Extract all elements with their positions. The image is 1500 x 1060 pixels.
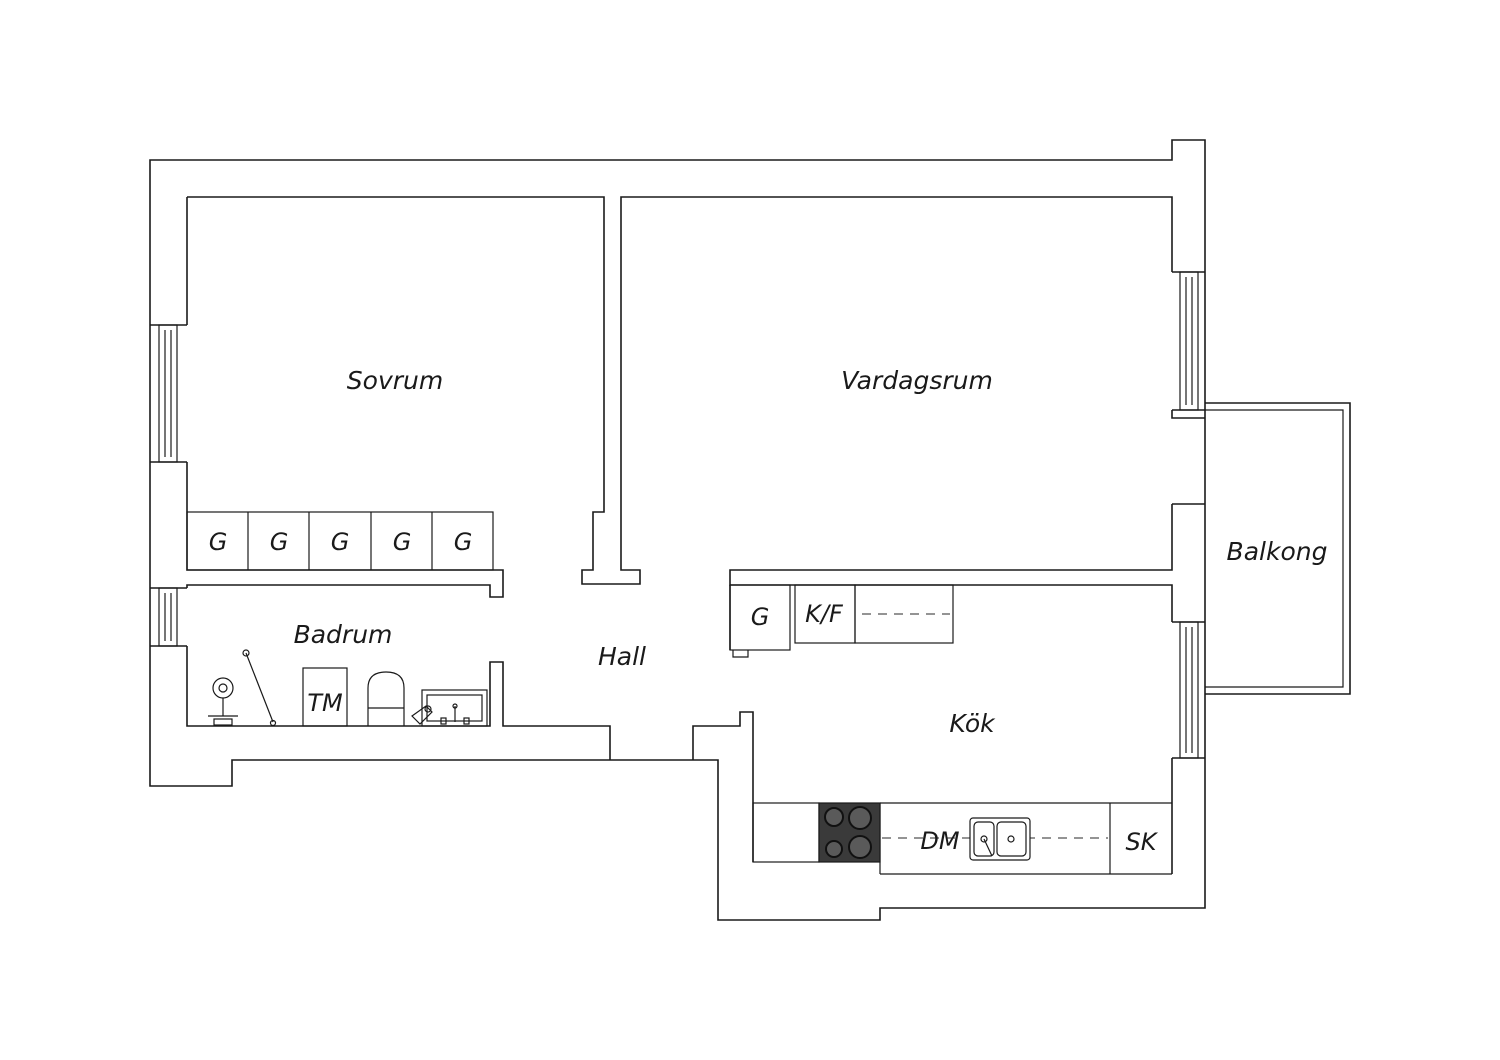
window-badrum	[150, 587, 187, 647]
kitchen-wardrobe-label: G	[751, 603, 770, 631]
wardrobes	[186, 511, 494, 571]
room-label-balkong: Balkong	[1227, 537, 1328, 566]
shower-icon	[208, 649, 277, 727]
room-label-sovrum: Sovrum	[347, 366, 443, 395]
wardrobe-label-1: G	[209, 528, 228, 556]
stove-icon	[818, 802, 881, 863]
kitchen-counter	[752, 802, 1172, 875]
dishwasher-label: DM	[920, 827, 959, 855]
exterior-walls	[149, 139, 1206, 921]
kitchen-cabinets-upper	[729, 584, 954, 658]
sink-icon	[411, 689, 488, 727]
wardrobe-label-5: G	[454, 528, 473, 556]
room-label-kok: Kök	[949, 709, 996, 738]
room-label-hall: Hall	[598, 642, 646, 671]
room-label-vardagsrum: Vardagsrum	[841, 366, 993, 395]
window-kok	[1172, 621, 1205, 759]
wardrobe-label-4: G	[393, 528, 412, 556]
toilet-icon	[367, 671, 405, 726]
washing-machine-label: TM	[307, 689, 343, 717]
wardrobe-label-2: G	[270, 528, 289, 556]
washing-machine	[302, 667, 348, 727]
wardrobe-label-3: G	[331, 528, 350, 556]
fridge-freezer-label: K/F	[805, 600, 844, 628]
balcony	[1205, 402, 1351, 695]
kitchen-sink-icon	[969, 817, 1031, 861]
window-sovrum	[150, 324, 187, 463]
room-label-badrum: Badrum	[294, 620, 393, 649]
cabinet-label: SK	[1126, 828, 1159, 856]
window-vardagsrum	[1172, 271, 1205, 411]
